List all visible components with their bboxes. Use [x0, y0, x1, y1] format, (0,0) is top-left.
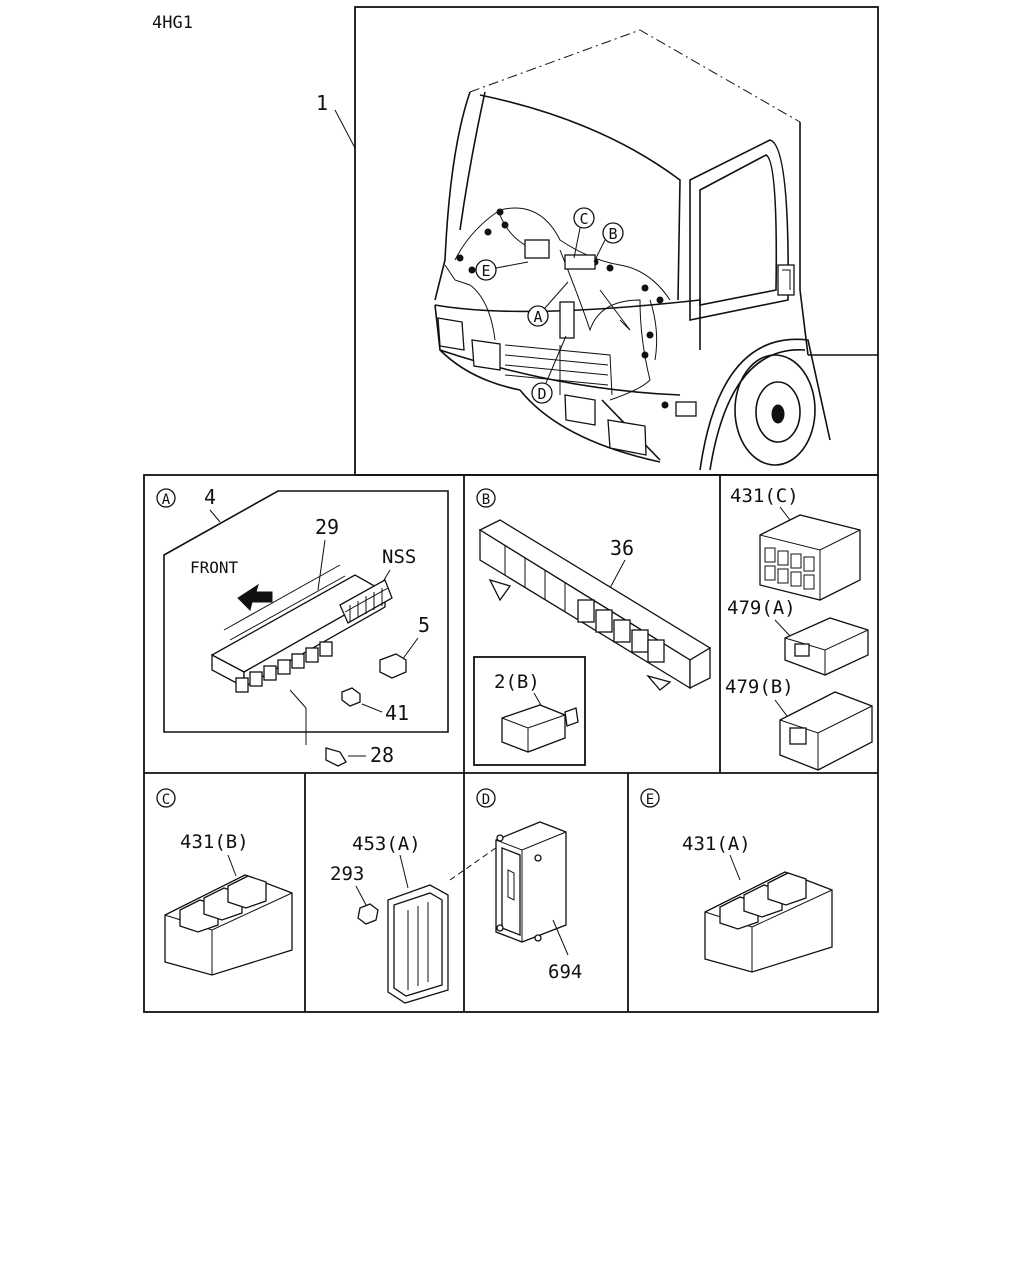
callout-4: 4	[204, 485, 216, 509]
callout-1: 1	[316, 91, 328, 115]
panel-b-relay-bracket: B 36 2(B)	[473, 488, 712, 766]
callout-431c: 431(C)	[730, 485, 799, 507]
callout-431a: 431(A)	[682, 833, 751, 855]
callout-28: 28	[370, 743, 394, 767]
callout-2b: 2(B)	[494, 671, 540, 693]
panel-connectors-right: 431(C) 479(A) 479(B)	[725, 485, 873, 771]
front-label: FRONT	[190, 558, 239, 577]
location-callout-e: E	[475, 259, 529, 281]
location-callout-d: D	[531, 335, 567, 404]
callout-479a: 479(A)	[727, 597, 796, 619]
callout-453a: 453(A)	[352, 833, 421, 855]
svg-text:E: E	[646, 792, 654, 808]
location-callout-c: C	[573, 207, 595, 259]
svg-text:D: D	[537, 385, 546, 403]
svg-text:B: B	[608, 225, 617, 243]
callout-293: 293	[330, 863, 364, 885]
truck-cab-illustration: C B E A D 1	[316, 29, 878, 471]
svg-text:A: A	[162, 492, 171, 508]
callout-431b: 431(B)	[180, 831, 249, 853]
location-callout-a: A	[527, 281, 569, 327]
panel-control-unit: 453(A) 293	[330, 833, 501, 1004]
callout-36: 36	[610, 536, 634, 560]
callout-29: 29	[315, 515, 339, 539]
panel-e-connector: E 431(A)	[640, 788, 833, 973]
label-nss: NSS	[382, 546, 416, 568]
panel-c-connector: C 431(B)	[156, 788, 293, 976]
callout-479b: 479(B)	[725, 676, 794, 698]
callout-5: 5	[418, 613, 430, 637]
callout-41: 41	[385, 701, 409, 725]
svg-text:A: A	[533, 308, 542, 326]
svg-text:E: E	[481, 262, 490, 280]
callout-694: 694	[548, 961, 582, 983]
panel-frames	[143, 6, 879, 1013]
model-code: 4HG1	[152, 13, 193, 33]
location-callout-b: B	[593, 222, 624, 263]
svg-text:C: C	[579, 210, 588, 228]
svg-text:C: C	[162, 792, 170, 808]
svg-text:B: B	[482, 492, 490, 508]
panel-a-fuse-box: A 4 29 FRONT NSS 5	[156, 485, 449, 767]
svg-text:D: D	[482, 792, 490, 808]
panel-d-module: D 694	[476, 788, 582, 983]
